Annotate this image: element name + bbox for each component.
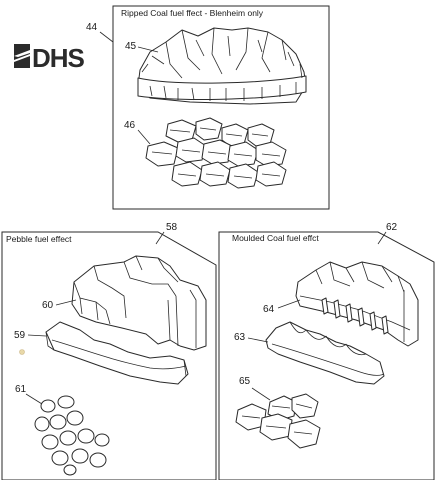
logo-mark-icon: [14, 44, 30, 68]
panel-moulded-coal: Moulded Coal fuel effct 62 64 63: [218, 222, 435, 480]
part-number-label: 64: [263, 304, 275, 315]
part-number-label: 61: [15, 384, 27, 395]
coal-pieces-illustration: [145, 117, 287, 189]
moulded-front-fret-illustration: [265, 321, 385, 385]
panel-pebble: Pebble fuel effect 58 60 59: [1, 222, 217, 480]
part-number-label: 63: [234, 332, 246, 343]
part-number-label: 44: [86, 22, 98, 33]
dhs-logo: DHS: [14, 43, 86, 73]
fixing-hole-icon: [19, 349, 25, 355]
panel-caption: Pebble fuel effect: [6, 234, 72, 244]
logo-text: DHS: [32, 43, 85, 73]
part-number-label: 46: [124, 120, 136, 131]
coal-lumps-illustration: [235, 393, 321, 449]
part-number-label: 62: [386, 222, 398, 233]
part-number-label: 65: [239, 376, 251, 387]
panel-ripped-coal: Ripped Coal fuel ffect - Blenheim only 4…: [86, 5, 330, 210]
part-number-label: 60: [42, 300, 54, 311]
part-number-label: 59: [14, 330, 26, 341]
pebble-rear-bed-illustration: [71, 255, 207, 351]
panel-caption: Moulded Coal fuel effct: [232, 233, 319, 243]
part-number-label: 45: [125, 41, 137, 52]
pebbles-illustration: [34, 395, 110, 476]
coal-bed-illustration: [137, 27, 307, 105]
part-number-label: 58: [166, 222, 178, 233]
pebble-front-fret-illustration: [45, 321, 189, 385]
moulded-rear-bed-illustration: [295, 261, 419, 347]
panel-caption: Ripped Coal fuel ffect - Blenheim only: [121, 8, 264, 18]
